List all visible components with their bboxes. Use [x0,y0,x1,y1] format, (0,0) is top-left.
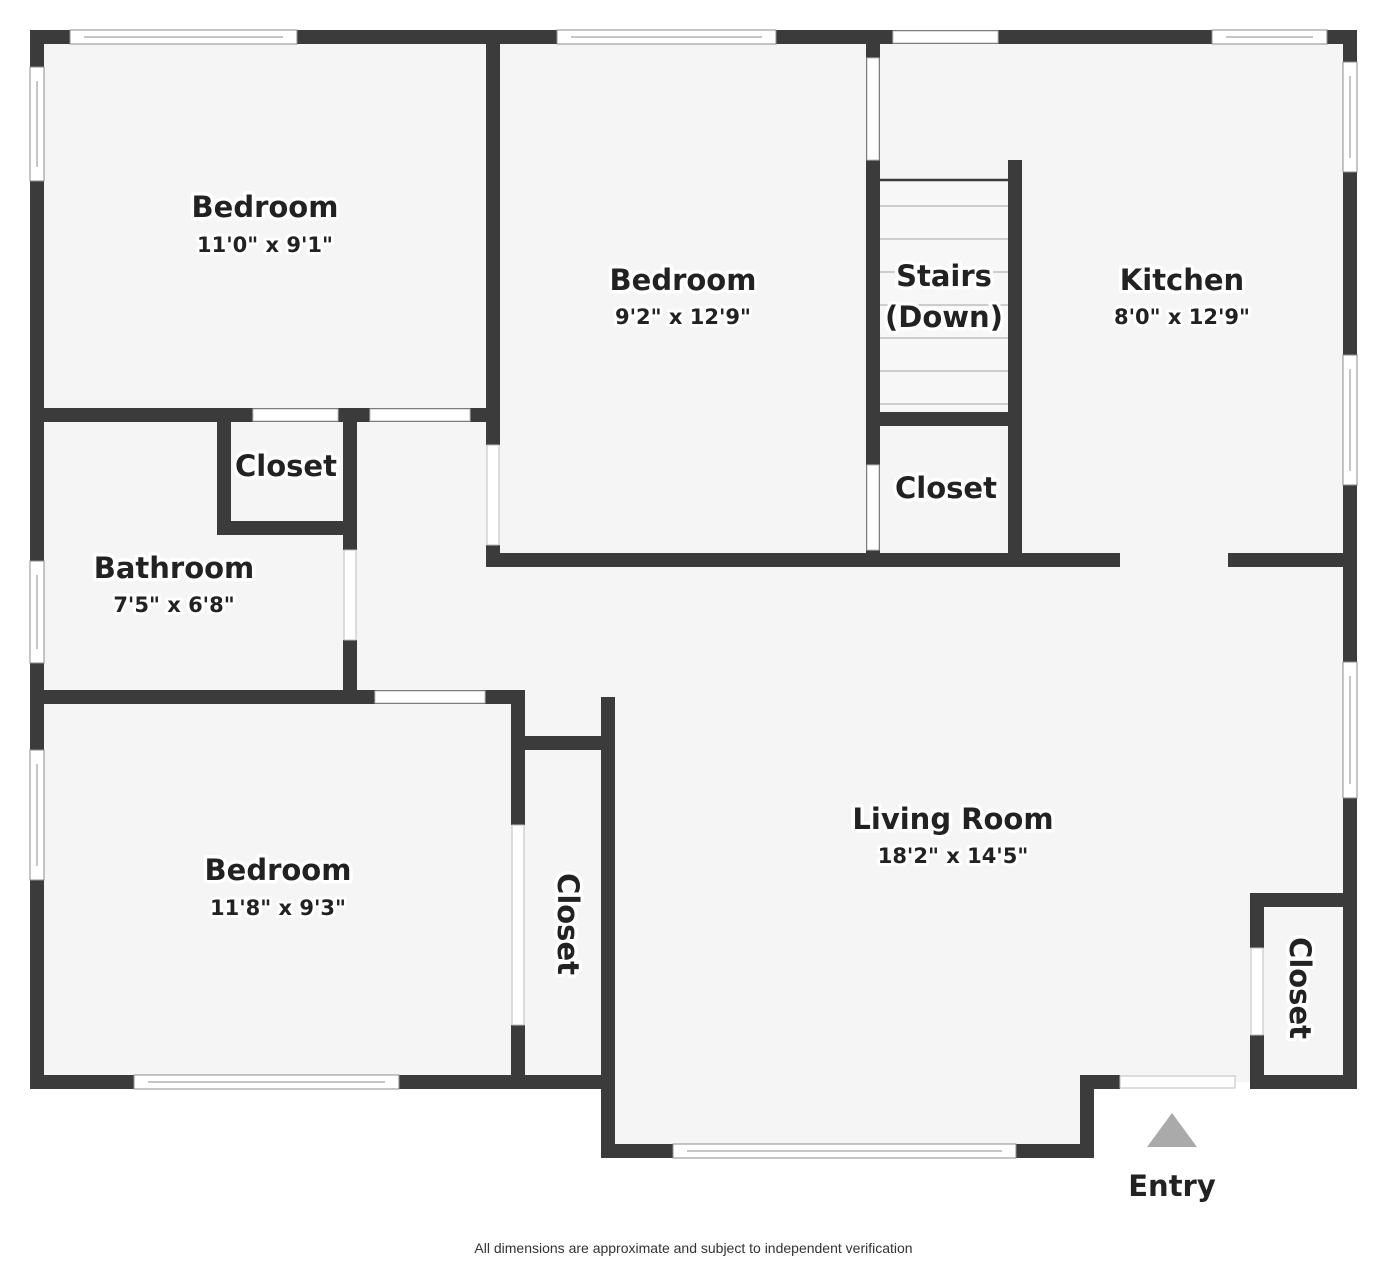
wall-segment [601,697,615,1089]
room-living: Living Room 18'2" x 14'5" [849,799,1057,872]
door-opening [1119,1075,1236,1089]
wall-segment [343,408,357,550]
entry-label: Entry [1128,1169,1216,1203]
door-opening [866,57,880,161]
wall-segment [1250,1035,1264,1089]
wall-segment [486,553,1120,567]
wall-segment [866,160,880,560]
room-name: Closet [235,449,337,483]
room-name-2: (Down) [885,300,1003,334]
wall-segment [866,412,1022,426]
room-closet-bath: Closet [232,446,341,487]
room-dims: 11'8" x 9'3" [210,896,346,920]
door-opening [511,824,525,1026]
wall-segment [1250,1075,1357,1089]
door-opening [866,464,880,551]
wall-segment [1080,1075,1094,1158]
door-opening [486,444,500,546]
room-closet-stairs: Closet [892,468,1001,509]
room-kitchen: Kitchen 8'0" x 12'9" [1111,260,1253,333]
wall-segment [1008,160,1022,560]
wall-segment [217,521,357,535]
stair-area [880,180,1008,412]
room-name: Living Room [852,802,1053,836]
entry-arrow-icon [1147,1113,1197,1147]
room-dims: 18'2" x 14'5" [878,844,1029,868]
door-opening [1250,947,1264,1036]
door-opening [343,549,357,641]
wall-segment [217,408,231,535]
door-opening [892,30,999,44]
room-name: Kitchen [1120,263,1244,297]
room-name: Closet [1283,937,1317,1039]
room-name: Stairs [896,259,992,293]
room-stairs: Stairs (Down) [882,256,1007,338]
room-name: Bedroom [610,263,757,297]
room-bedroom-sw: Bedroom 11'8" x 9'3" [201,850,355,924]
room-dims: 9'2" x 12'9" [615,305,751,329]
wall-segment [30,30,44,1089]
room-dims: 7'5" x 6'8" [113,593,234,617]
door-opening [369,408,471,422]
wall-segment [343,640,357,697]
wall-segment [511,690,525,825]
disclaimer-text: All dimensions are approximate and subje… [474,1240,913,1256]
wall-segment [511,1025,525,1089]
room-bathroom: Bathroom 7'5" x 6'8" [90,548,258,621]
room-closet-entry: Closet [1280,934,1321,1043]
wall-segment [601,1075,615,1158]
openings [29,29,1358,1159]
wall-segment [1228,553,1357,567]
room-name: Bedroom [192,190,339,224]
wall-segment [1250,893,1264,948]
room-dims: 8'0" x 12'9" [1114,305,1250,329]
room-name: Bedroom [205,853,352,887]
wall-segment [486,30,500,445]
room-closet-sw: Closet [548,870,589,979]
door-opening [374,690,486,704]
room-name: Closet [551,873,585,975]
wall-segment [511,736,615,750]
room-name: Bathroom [94,551,255,585]
stair-treads [880,178,1008,412]
door-opening [252,408,339,422]
room-bedroom-nw: Bedroom 11'0" x 9'1" [188,187,342,261]
wall-segment [1250,893,1357,907]
room-bedroom-n: Bedroom 9'2" x 12'9" [606,260,760,333]
room-name: Closet [895,471,997,505]
room-dims: 11'0" x 9'1" [197,233,333,257]
